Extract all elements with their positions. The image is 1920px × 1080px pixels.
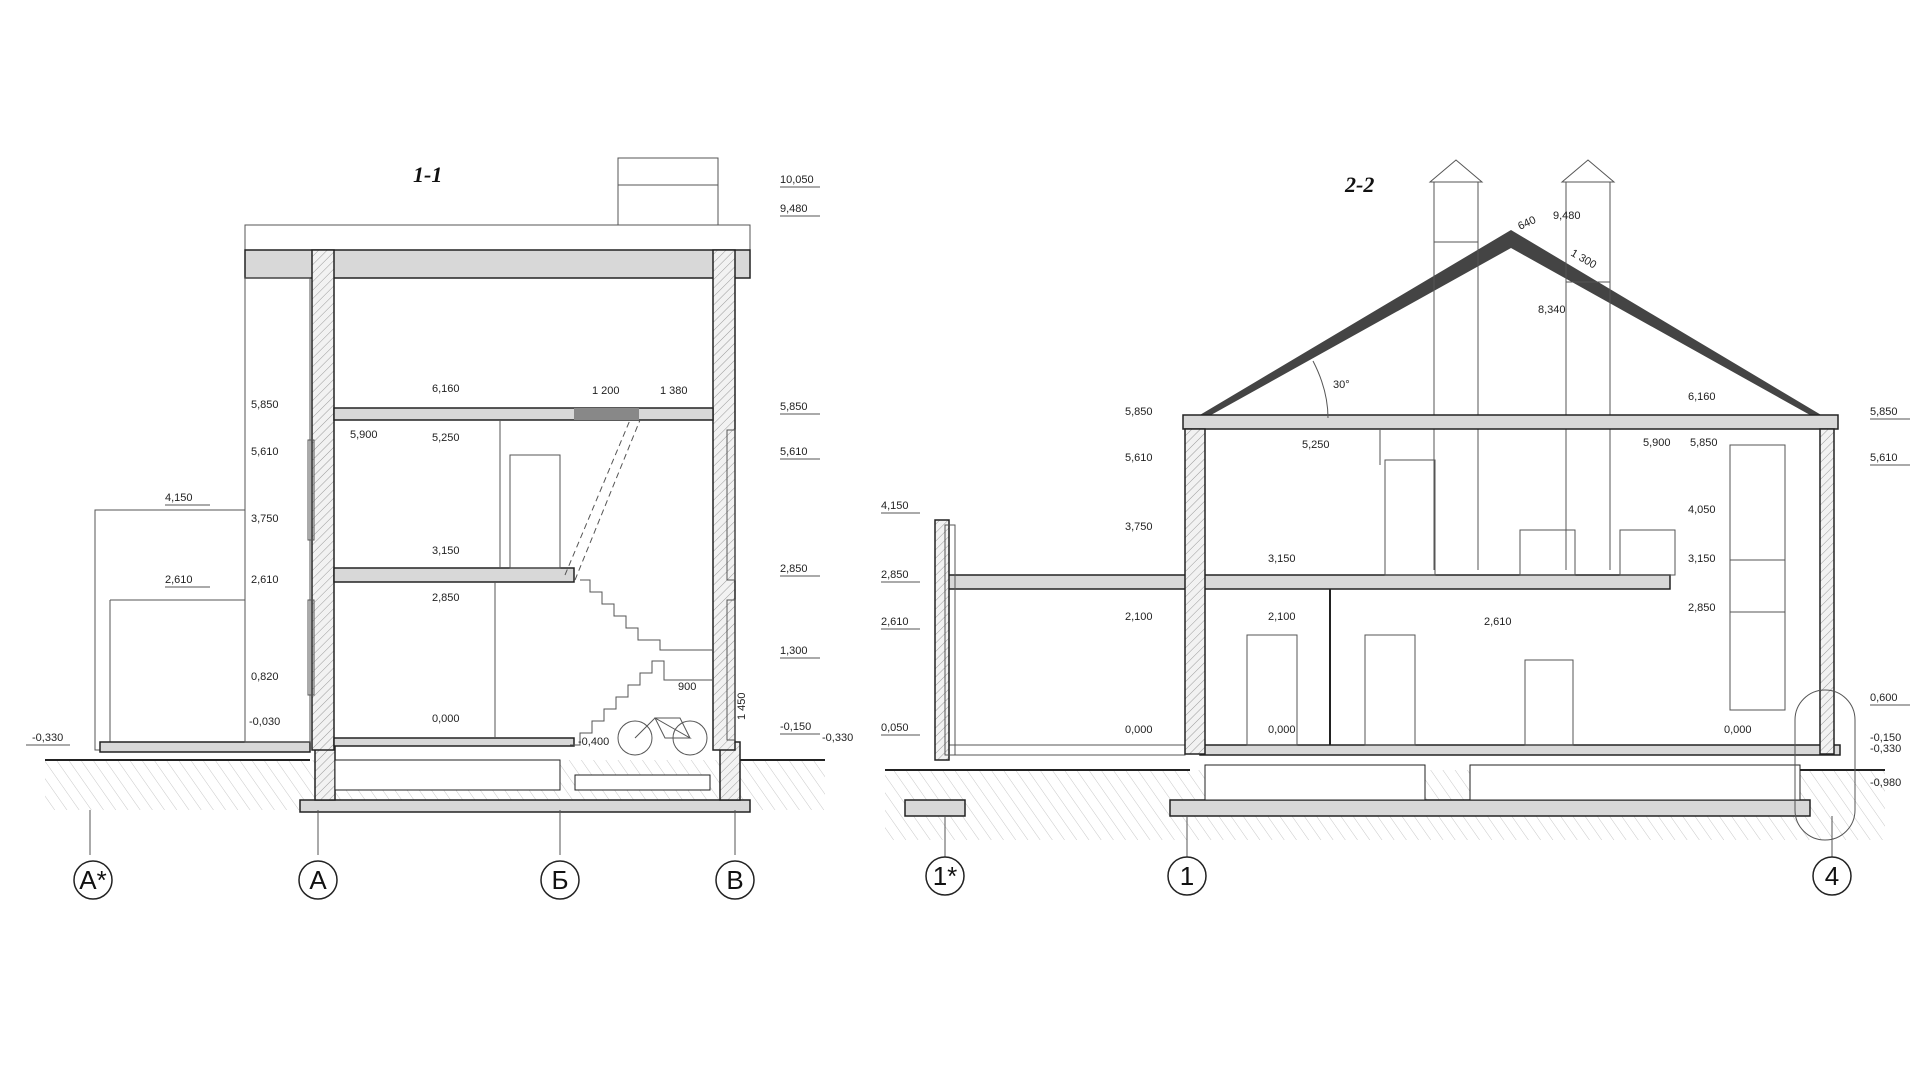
- axis-marker-a-star: A*: [73, 860, 113, 900]
- wall-axis-1-star: [934, 519, 950, 761]
- wall-axis-1: [1184, 428, 1206, 755]
- svg-text:A: A: [309, 865, 327, 895]
- roof-gable: [1183, 230, 1838, 425]
- wall-axis-a: [311, 249, 335, 751]
- axis-marker-4: 4: [1812, 856, 1852, 896]
- svg-text:-0,030: -0,030: [249, 716, 280, 728]
- svg-text:30°: 30°: [1333, 379, 1350, 391]
- svg-text:6,160: 6,160: [1688, 391, 1716, 403]
- svg-text:3,150: 3,150: [432, 545, 460, 557]
- svg-text:5,850: 5,850: [1125, 406, 1153, 418]
- svg-text:3,750: 3,750: [251, 513, 279, 525]
- svg-text:4,050: 4,050: [1688, 504, 1716, 516]
- svg-text:1 380: 1 380: [660, 385, 688, 397]
- svg-text:2,100: 2,100: [1125, 611, 1153, 623]
- foundation-footing: [299, 799, 751, 813]
- svg-text:5,850: 5,850: [1870, 406, 1898, 418]
- svg-text:-0,150: -0,150: [780, 721, 811, 733]
- section-2-levels: 4,150 2,850 2,610 0,050 5,850 5,610 3,75…: [881, 210, 1901, 789]
- svg-text:Б: Б: [551, 865, 568, 895]
- bicycle-icon: [617, 717, 708, 756]
- svg-text:0,600: 0,600: [1870, 692, 1898, 704]
- svg-text:2,610: 2,610: [1484, 616, 1512, 628]
- section-1-title: 1-1: [413, 162, 442, 187]
- slab-second-floor: [1199, 574, 1671, 590]
- svg-text:1 450: 1 450: [736, 692, 748, 720]
- slab-second-floor: [333, 407, 714, 421]
- svg-text:0,000: 0,000: [1268, 724, 1296, 736]
- slab-attic: [1182, 414, 1839, 430]
- svg-text:5,610: 5,610: [1870, 452, 1898, 464]
- svg-text:2,850: 2,850: [432, 592, 460, 604]
- svg-text:0,000: 0,000: [1125, 724, 1153, 736]
- svg-text:-0,330: -0,330: [1870, 743, 1901, 755]
- svg-text:1,300: 1,300: [780, 645, 808, 657]
- svg-text:0,820: 0,820: [251, 671, 279, 683]
- svg-text:-0,150: -0,150: [1870, 732, 1901, 744]
- svg-text:2,610: 2,610: [881, 616, 909, 628]
- svg-text:B: B: [726, 865, 743, 895]
- svg-text:0,050: 0,050: [881, 722, 909, 734]
- slab-ground-floor: [1199, 744, 1841, 756]
- svg-text:2,610: 2,610: [251, 574, 279, 586]
- section-2-title: 2-2: [1344, 172, 1374, 197]
- svg-text:900: 900: [678, 681, 696, 693]
- svg-text:5,850: 5,850: [1690, 437, 1718, 449]
- svg-text:5,610: 5,610: [1125, 452, 1153, 464]
- svg-text:6,160: 6,160: [432, 383, 460, 395]
- axis-marker-1: 1: [1167, 856, 1207, 896]
- axis-marker-v: B: [715, 860, 755, 900]
- svg-text:5,610: 5,610: [251, 446, 279, 458]
- svg-text:A*: A*: [79, 865, 106, 895]
- svg-text:2,100: 2,100: [1268, 611, 1296, 623]
- svg-text:4,150: 4,150: [881, 500, 909, 512]
- svg-text:5,850: 5,850: [251, 399, 279, 411]
- wall-axis-4: [1819, 428, 1835, 755]
- section-1-levels: 4,150 2,610 -0,330 5,850 5,610 3,750 2,6…: [32, 174, 853, 748]
- svg-text:2,850: 2,850: [780, 563, 808, 575]
- svg-text:9,480: 9,480: [1553, 210, 1581, 222]
- svg-text:5,250: 5,250: [1302, 439, 1330, 451]
- svg-text:-0,400: -0,400: [578, 736, 609, 748]
- svg-text:-0,330: -0,330: [822, 732, 853, 744]
- svg-text:5,250: 5,250: [432, 432, 460, 444]
- svg-text:2,850: 2,850: [881, 569, 909, 581]
- svg-text:-0,980: -0,980: [1870, 777, 1901, 789]
- wall-axis-b: [712, 249, 736, 751]
- svg-text:0,000: 0,000: [432, 713, 460, 725]
- svg-text:3,750: 3,750: [1125, 521, 1153, 533]
- svg-text:0,000: 0,000: [1724, 724, 1752, 736]
- section-2-2: 2-2: [881, 159, 1910, 896]
- svg-text:8,340: 8,340: [1538, 304, 1566, 316]
- svg-text:3,150: 3,150: [1268, 553, 1296, 565]
- svg-text:4: 4: [1825, 861, 1839, 891]
- section-1-1: 1-1: [26, 157, 853, 900]
- svg-text:3,150: 3,150: [1688, 553, 1716, 565]
- svg-text:1 200: 1 200: [592, 385, 620, 397]
- svg-text:1*: 1*: [933, 861, 958, 891]
- svg-text:5,900: 5,900: [1643, 437, 1671, 449]
- svg-text:640: 640: [1516, 214, 1538, 233]
- svg-text:2,850: 2,850: [1688, 602, 1716, 614]
- axis-marker-1-star: 1*: [925, 856, 965, 896]
- svg-text:5,850: 5,850: [780, 401, 808, 413]
- svg-text:5,900: 5,900: [350, 429, 378, 441]
- slab-first-floor: [333, 567, 575, 583]
- svg-text:5,610: 5,610: [780, 446, 808, 458]
- svg-text:9,480: 9,480: [780, 203, 808, 215]
- svg-text:10,050: 10,050: [780, 174, 814, 186]
- axis-marker-b-cyrillic: Б: [540, 860, 580, 900]
- svg-text:4,150: 4,150: [165, 492, 193, 504]
- svg-text:2,610: 2,610: [165, 574, 193, 586]
- axis-marker-a: A: [298, 860, 338, 900]
- svg-text:1: 1: [1180, 861, 1194, 891]
- svg-text:-0,330: -0,330: [32, 732, 63, 744]
